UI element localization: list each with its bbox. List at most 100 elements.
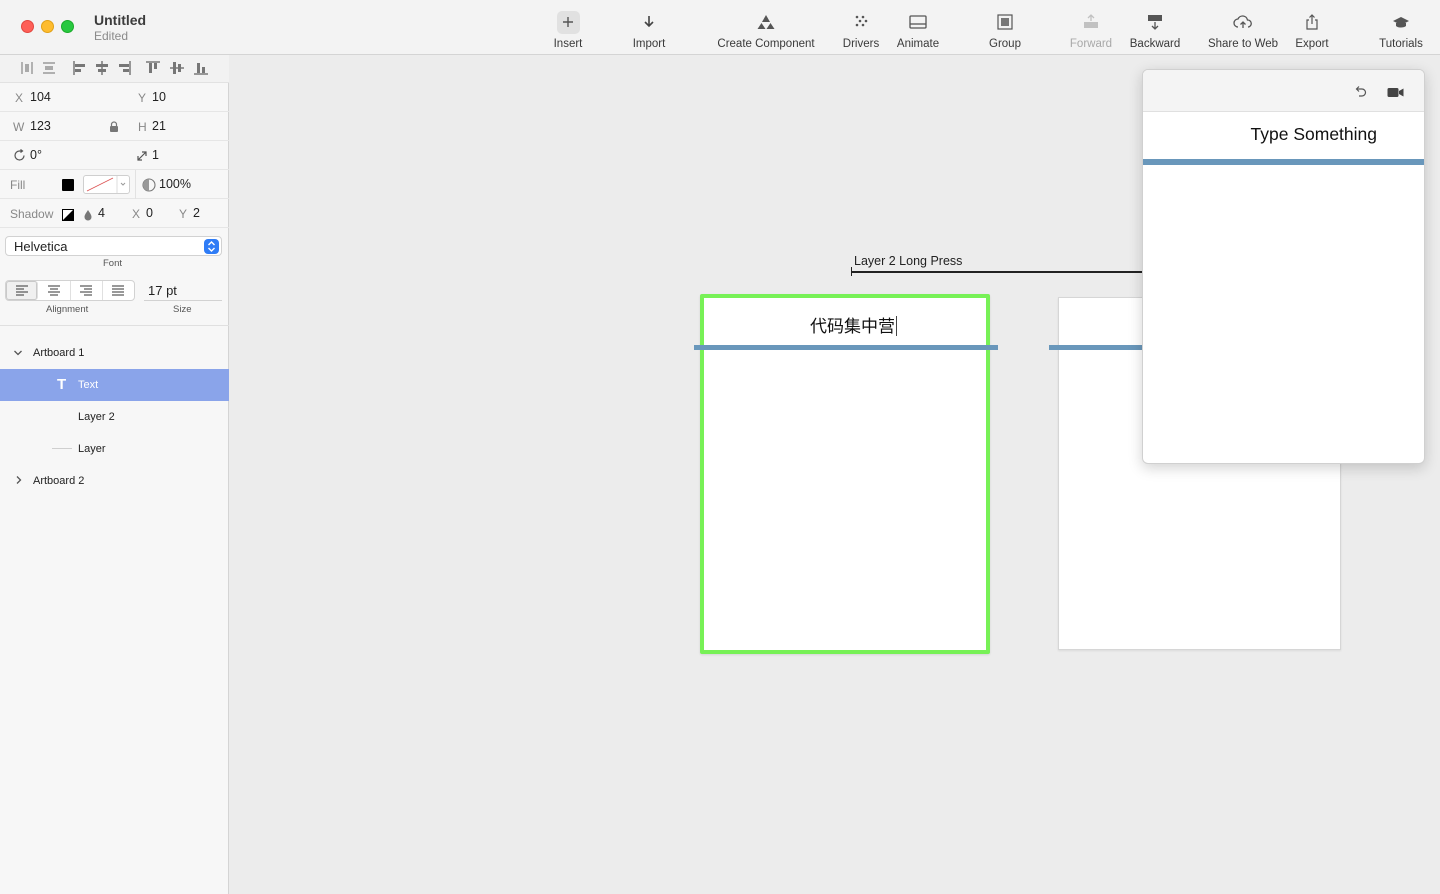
font-family-select[interactable]: Helvetica [5,236,222,256]
align-bottom-icon[interactable] [193,60,209,76]
position-row: X 104 Y 10 [0,83,229,112]
shadow-y-field[interactable]: 2 [193,206,200,220]
x-label: X [15,91,24,105]
layer-item-artboard-1[interactable]: Artboard 1 [0,337,229,369]
zoom-window-button[interactable] [61,20,74,33]
font-size-field[interactable]: 17 pt [144,281,222,301]
size-caption: Size [173,304,192,315]
align-right-icon[interactable] [116,60,132,76]
titlebar: Untitled Edited Insert Import Create Com… [0,0,1440,55]
component-icon [757,10,775,34]
group-icon [997,10,1013,34]
animate-button[interactable]: Animate [893,0,943,55]
layer-item-layer-2[interactable]: Layer 2 [78,411,115,423]
fill-gradient-picker[interactable] [83,175,130,194]
export-button[interactable]: Export [1292,0,1332,55]
scale-icon [136,149,148,167]
align-top-icon[interactable] [145,60,161,76]
alignment-toolbar [0,55,229,83]
opacity-icon [142,178,156,197]
rotation-field[interactable]: 0° [30,148,42,162]
text-align-justify-icon [112,285,125,296]
align-center-horizontal-icon[interactable] [94,60,110,76]
lock-icon[interactable] [109,120,119,138]
distribute-horizontal-icon[interactable] [19,60,35,76]
text-align-left-button[interactable] [6,281,39,300]
size-row: W 123 H 21 [0,112,229,141]
font-caption: Font [103,258,123,269]
fill-color-swatch[interactable] [62,179,74,191]
connection-line[interactable] [851,271,1143,273]
scale-field[interactable]: 1 [152,148,159,162]
opacity-field[interactable]: 100% [159,177,191,191]
rotation-icon [13,149,26,167]
undo-icon[interactable] [1354,84,1367,102]
text-align-center-icon [47,285,60,296]
width-field[interactable]: 123 [30,119,51,133]
plus-icon [556,10,580,34]
insert-button[interactable]: Insert [547,0,589,55]
y-field[interactable]: 10 [152,90,166,104]
shadow-x-label: X [132,207,141,221]
text-caret [896,316,897,336]
cloud-upload-icon [1233,10,1253,34]
backward-button[interactable]: Backward [1127,0,1183,55]
arrow-down-icon [643,10,655,34]
document-title: Untitled [94,12,147,28]
backward-icon [1147,10,1163,34]
animate-icon [909,10,927,34]
text-align-right-icon [80,285,93,296]
shadow-blur-field[interactable]: 4 [98,206,105,220]
canvas[interactable]: Layer 2 Long Press 代码集中营 Type Something [230,55,1440,894]
fill-row: Fill 100% [0,170,229,199]
shadow-x-field[interactable]: 0 [146,206,153,220]
align-middle-vertical-icon[interactable] [169,60,185,76]
chevron-down-icon[interactable] [13,348,23,360]
artboard-1-layer-2-bar[interactable] [694,345,998,350]
share-to-web-button[interactable]: Share to Web [1205,0,1281,55]
layer-item-text[interactable]: T Text [0,369,229,401]
text-layer-icon: T [57,376,67,393]
layer-item-artboard-2[interactable]: Artboard 2 [0,465,229,497]
selected-text-layer[interactable]: 代码集中营 [810,316,897,337]
text-align-justify-button[interactable] [103,281,134,300]
text-align-right-button[interactable] [71,281,103,300]
video-camera-icon[interactable] [1387,85,1404,103]
shadow-row: Shadow 4 X 0 Y 2 [0,199,229,228]
shadow-color-swatch[interactable] [62,208,74,226]
create-component-button[interactable]: Create Component [713,0,819,55]
preview-window: Type Something [1142,69,1425,464]
import-button[interactable]: Import [626,0,672,55]
shadow-y-label: Y [179,207,188,221]
align-left-icon[interactable] [72,60,88,76]
height-field[interactable]: 21 [152,119,166,133]
drivers-button[interactable]: Drivers [840,0,882,55]
drivers-icon [854,10,868,34]
blur-drop-icon [84,208,92,226]
chevron-right-icon[interactable] [15,475,23,488]
preview-text: Type Something [1250,124,1377,144]
minimize-window-button[interactable] [41,20,54,33]
layers-list: Artboard 1 T Text Layer 2 Layer Artboard… [0,325,229,487]
shadow-label: Shadow [10,207,54,221]
w-label: W [13,120,25,134]
text-align-center-button[interactable] [38,281,71,300]
group-button[interactable]: Group [984,0,1026,55]
inspector-panel: X 104 Y 10 W 123 H 21 0° 1 Fill 100% Sha… [0,55,229,894]
forward-button[interactable]: Forward [1067,0,1115,55]
tutorials-button[interactable]: Tutorials [1375,0,1427,55]
text-align-left-icon [15,285,28,296]
close-window-button[interactable] [21,20,34,33]
layer-item-layer[interactable]: Layer [0,433,229,465]
artboard-2-layer-bar[interactable] [1049,345,1149,350]
artboard-1[interactable]: 代码集中营 [700,294,990,654]
h-label: H [138,120,147,134]
y-label: Y [138,91,147,105]
line-layer-icon [52,448,72,449]
preview-bar [1143,159,1424,165]
distribute-vertical-icon[interactable] [41,60,57,76]
transform-row: 0° 1 [0,141,229,170]
export-icon [1306,10,1318,34]
x-field[interactable]: 104 [30,90,51,104]
preview-header [1143,70,1424,112]
